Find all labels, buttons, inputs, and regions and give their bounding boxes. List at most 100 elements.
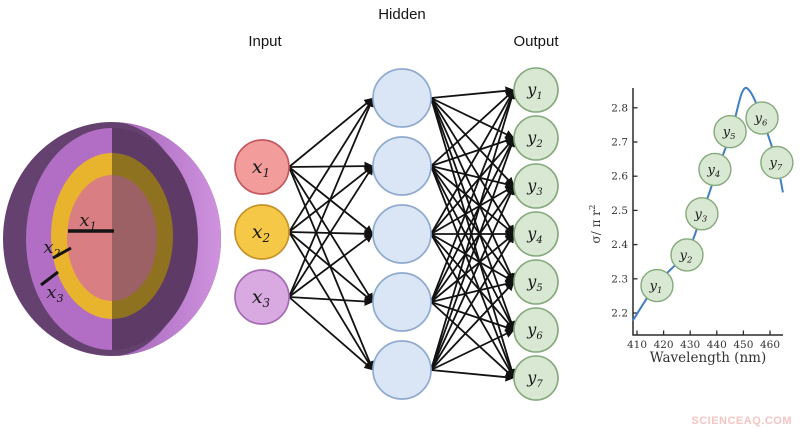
network-edge [288, 166, 374, 303]
network-edge [430, 97, 515, 283]
network-edge [430, 89, 515, 235]
chart-marker-y6 [745, 101, 779, 135]
chart-marker-label-y1: y1 [649, 279, 663, 296]
output-node-y2 [513, 115, 559, 161]
network-edge [430, 97, 515, 235]
network-edge [288, 229, 374, 239]
hidden-node-4 [372, 272, 432, 332]
network-edge [430, 137, 515, 303]
network-edge [430, 137, 516, 371]
output-node-label-y6: y6 [526, 320, 543, 342]
chart-marker-y5 [713, 114, 747, 149]
x-tick-label: 430 [680, 339, 700, 351]
output-node-label-y5: y5 [526, 272, 542, 294]
y-tick-label: 2.3 [611, 273, 628, 285]
sphere-highlight-crescent [112, 122, 221, 356]
hidden-layer-label: Hidden [378, 6, 426, 23]
network-edge [430, 185, 515, 303]
network-edge [430, 89, 515, 167]
hidden-node-3 [372, 204, 432, 264]
network-edge [430, 233, 515, 283]
network-edge [430, 301, 515, 379]
output-node-label-y2: y2 [526, 128, 542, 150]
network-edge [430, 137, 515, 235]
chart-marker-label-y3: y3 [694, 207, 708, 224]
network-edge [288, 165, 374, 298]
hidden-node-2 [372, 136, 432, 196]
network-edge [288, 231, 374, 371]
output-node-y5 [513, 259, 559, 305]
x-tick-label: 460 [760, 339, 780, 351]
network-edge [288, 233, 374, 298]
y-tick-label: 2.7 [611, 137, 628, 149]
y-tick-label: 2.2 [611, 308, 628, 320]
network-edge [430, 165, 515, 235]
network-edge [430, 165, 515, 189]
chart-marker-label-y2: y2 [679, 248, 693, 265]
y-tick-label: 2.8 [611, 102, 628, 114]
output-node-y1 [513, 67, 559, 113]
input-node-x3 [234, 269, 290, 325]
input-node-x1 [234, 139, 290, 195]
network-edge [430, 165, 515, 331]
watermark: SCIENCEAQ.COM [691, 415, 792, 427]
network-edge [288, 165, 374, 233]
network-edge [430, 97, 515, 139]
radius-tick-x2 [52, 246, 72, 260]
chart-marker-y2 [670, 238, 704, 272]
input-node-label-x1: x1 [252, 156, 270, 180]
network-edge [430, 233, 515, 371]
y-tick-label: 2.6 [611, 171, 628, 183]
network-edge [288, 231, 374, 303]
y-tick-label: 2.4 [611, 239, 628, 251]
chart-axes [632, 88, 783, 336]
network-edge [430, 233, 515, 379]
output-node-label-y7: y7 [526, 368, 543, 390]
hidden-node-1 [372, 68, 432, 128]
sphere-radius-label-x1: x1 [79, 210, 96, 233]
chart-marker-y1 [640, 268, 674, 303]
sphere-radius-label-x3: x3 [46, 282, 63, 305]
network-edge [430, 233, 515, 331]
network-edge [430, 281, 515, 371]
sphere-radius-label-x2: x2 [43, 237, 60, 260]
network-edge [430, 89, 516, 303]
network-edge [430, 185, 515, 235]
network-edge [430, 369, 515, 382]
network-edge [288, 296, 374, 371]
chart-marker-label-y6: y6 [754, 112, 768, 129]
hidden-node-5 [372, 340, 432, 400]
network-edge [430, 86, 515, 99]
chart-marker-y7 [760, 145, 794, 180]
sphere-core-right [112, 175, 157, 301]
x-tick-label: 440 [707, 339, 727, 351]
network-edge [430, 301, 515, 332]
network-edge [288, 97, 374, 233]
y-tick-label: 2.5 [611, 205, 628, 217]
input-layer-label: Input [248, 33, 282, 50]
y-axis-title: σ/ π r2 [588, 205, 603, 244]
output-node-y6 [513, 307, 559, 353]
x-tick-label: 420 [654, 339, 674, 351]
chart-marker-y4 [698, 152, 732, 187]
output-node-y4 [513, 211, 559, 257]
input-node-x2 [234, 204, 290, 260]
network-edge [430, 165, 515, 283]
radius-tick-x3 [40, 270, 59, 287]
network-edge [430, 233, 515, 303]
network-edge [430, 97, 515, 187]
network-edge [430, 185, 515, 371]
x-tick-label: 450 [733, 339, 753, 351]
chart-marker-label-y7: y7 [769, 156, 783, 173]
chart-marker-label-y5: y5 [722, 125, 736, 142]
network-edges [288, 86, 516, 382]
output-node-label-y1: y1 [526, 80, 542, 102]
x-tick-label: 410 [627, 339, 647, 351]
network-edge [288, 97, 374, 168]
network-edge [430, 136, 515, 167]
x-axis-title: Wavelength (nm) [650, 350, 766, 366]
